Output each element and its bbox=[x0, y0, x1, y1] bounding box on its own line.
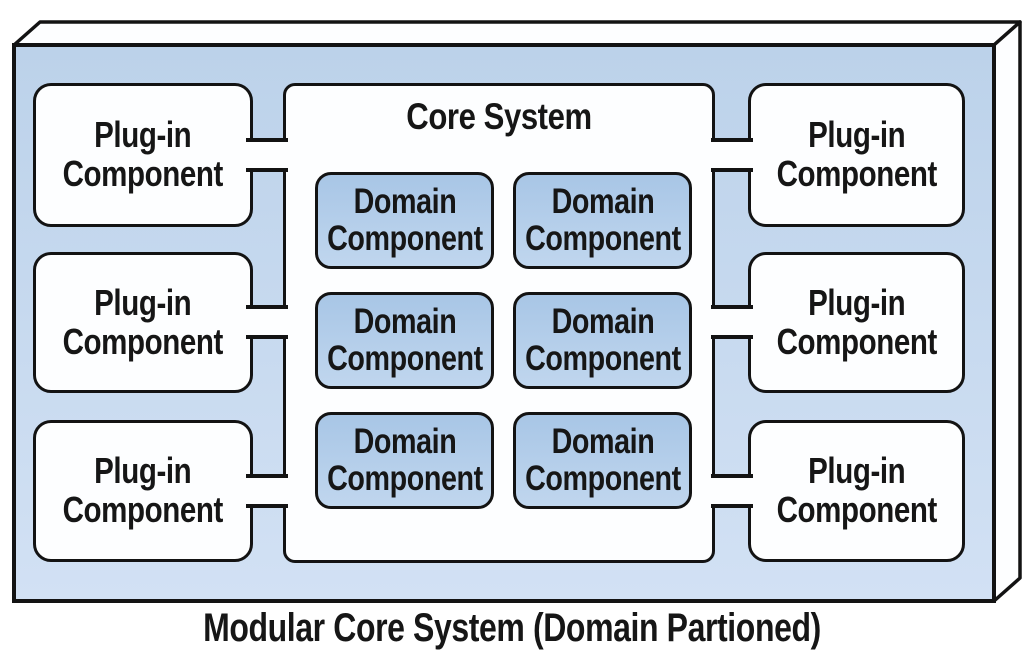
domain-component-4: Domain Component bbox=[513, 292, 692, 389]
domain-component-3: Domain Component bbox=[315, 292, 494, 389]
domain-component-6: Domain Component bbox=[513, 412, 692, 509]
connector-left-3 bbox=[246, 474, 288, 508]
plugin-component-left-1: Plug-in Component bbox=[33, 83, 253, 227]
plugin-component-label: Plug-in Component bbox=[62, 114, 224, 194]
domain-component-label: Domain Component bbox=[326, 181, 483, 258]
plugin-component-right-2: Plug-in Component bbox=[748, 252, 965, 393]
plugin-component-left-2: Plug-in Component bbox=[33, 252, 253, 393]
plugin-component-right-1: Plug-in Component bbox=[748, 83, 965, 227]
connector-left-2 bbox=[246, 305, 288, 339]
domain-component-label: Domain Component bbox=[524, 301, 681, 378]
plugin-component-label: Plug-in Component bbox=[62, 450, 224, 530]
domain-component-label: Domain Component bbox=[326, 421, 483, 498]
plugin-component-label: Plug-in Component bbox=[776, 281, 937, 362]
core-system-box: Core System Domain Component Domain Comp… bbox=[283, 83, 715, 563]
plugin-component-label: Plug-in Component bbox=[776, 450, 937, 530]
domain-component-5: Domain Component bbox=[315, 412, 494, 509]
plugin-component-label: Plug-in Component bbox=[62, 281, 224, 362]
box-top-face bbox=[12, 20, 1022, 47]
plugin-component-left-3: Plug-in Component bbox=[33, 420, 253, 562]
connector-right-1 bbox=[711, 138, 753, 172]
box-right-face bbox=[992, 20, 1022, 603]
domain-component-1: Domain Component bbox=[315, 172, 494, 269]
diagram-caption: Modular Core System (Domain Partioned) bbox=[203, 606, 821, 650]
connector-right-3 bbox=[711, 474, 753, 508]
connector-left-1 bbox=[246, 138, 288, 172]
plugin-component-label: Plug-in Component bbox=[776, 114, 937, 194]
domain-component-label: Domain Component bbox=[524, 421, 681, 498]
connector-right-2 bbox=[711, 305, 753, 339]
domain-component-label: Domain Component bbox=[524, 181, 681, 258]
domain-component-label: Domain Component bbox=[326, 301, 483, 378]
plugin-component-right-3: Plug-in Component bbox=[748, 420, 965, 562]
domain-component-2: Domain Component bbox=[513, 172, 692, 269]
core-system-title: Core System bbox=[406, 96, 592, 137]
